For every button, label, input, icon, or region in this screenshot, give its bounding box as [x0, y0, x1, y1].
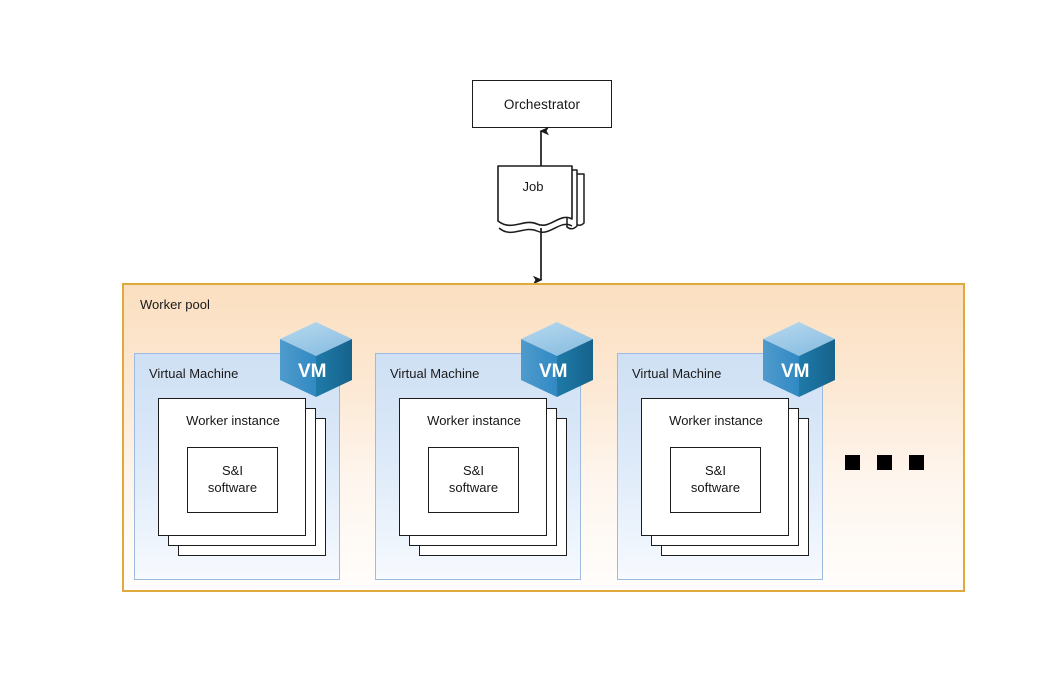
worker-pool-title: Worker pool [140, 297, 210, 312]
job-document[interactable]: Job [494, 165, 590, 240]
orchestrator-box[interactable]: Orchestrator [472, 80, 612, 128]
job-wave-line [498, 223, 573, 234]
more-vms-ellipsis [845, 455, 924, 470]
si-software-line1: S&I [222, 463, 243, 479]
worker-instance-title: Worker instance [669, 413, 763, 428]
virtual-machine-title: Virtual Machine [149, 366, 239, 381]
si-software-line2: software [690, 480, 741, 495]
vm-cube-label: VM [298, 361, 327, 382]
si-software-line1: S&I [705, 463, 726, 479]
vm-cube-icon: VM [761, 321, 837, 399]
job-sheet-front [497, 165, 573, 227]
vm-cube-icon: VM [278, 321, 354, 399]
worker-instance-title: Worker instance [186, 413, 280, 428]
vm-cube-icon: VM [519, 321, 595, 399]
ellipsis-square [845, 455, 860, 470]
worker-instance-title: Worker instance [427, 413, 521, 428]
worker-instance-stack-3: Worker instance S&I software [641, 398, 809, 558]
worker-instance-stack-2: Worker instance S&I software [399, 398, 567, 558]
si-software-box[interactable]: S&I software [187, 447, 278, 513]
si-software-box[interactable]: S&I software [428, 447, 519, 513]
orchestrator-label: Orchestrator [503, 96, 581, 112]
virtual-machine-title: Virtual Machine [390, 366, 480, 381]
virtual-machine-title: Virtual Machine [632, 366, 722, 381]
vm-cube-label: VM [781, 361, 810, 382]
worker-instance-stack-1: Worker instance S&I software [158, 398, 326, 558]
si-software-line2: software [207, 480, 258, 495]
worker-instance-layer-front[interactable]: Worker instance S&I software [641, 398, 789, 536]
worker-instance-layer-front[interactable]: Worker instance S&I software [158, 398, 306, 536]
ellipsis-square [877, 455, 892, 470]
ellipsis-square [909, 455, 924, 470]
vm-cube-label: VM [539, 361, 568, 382]
si-software-line2: software [448, 480, 499, 495]
worker-instance-layer-front[interactable]: Worker instance S&I software [399, 398, 547, 536]
si-software-line1: S&I [463, 463, 484, 479]
si-software-box[interactable]: S&I software [670, 447, 761, 513]
